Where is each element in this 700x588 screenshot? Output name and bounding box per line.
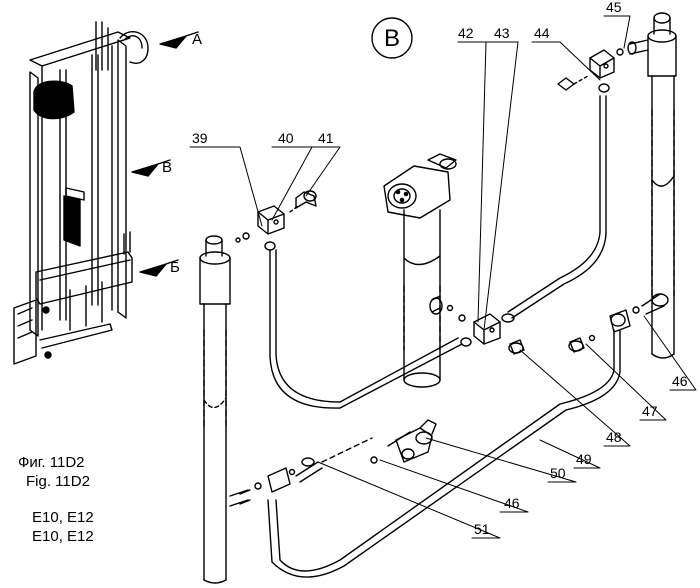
mast-arrow-v	[131, 159, 171, 177]
fitting-50-tee	[395, 419, 437, 463]
center-cylinder	[383, 153, 457, 388]
mast-arrow-a-label: A	[192, 31, 202, 48]
fitting-40-block	[235, 205, 285, 251]
hose-49	[267, 329, 621, 578]
leader-lines	[189, 15, 697, 539]
figure-caption-en: Fig. 11D2	[26, 473, 90, 490]
part-number-51: 51	[474, 521, 490, 537]
fitting-41-screw	[289, 190, 317, 213]
part-number-40: 40	[278, 130, 294, 146]
hose-39	[269, 249, 463, 409]
part-number-50: 50	[550, 465, 566, 481]
part-number-46-right: 46	[672, 373, 688, 389]
models-line-1: E10, E12	[32, 509, 94, 526]
mast-overview	[13, 21, 149, 365]
mast-arrow-v-label: B	[162, 159, 172, 176]
part-number-48: 48	[606, 429, 622, 445]
models-line-2: E10, E12	[32, 528, 94, 545]
right-cylinder	[627, 12, 677, 359]
fitting-46-elbow	[609, 293, 669, 333]
part-number-44: 44	[534, 25, 550, 41]
part-number-45: 45	[606, 0, 622, 15]
part-number-43: 43	[494, 25, 510, 41]
fitting-51-lower	[239, 456, 378, 505]
part-number-41: 41	[318, 130, 334, 146]
part-number-47: 47	[642, 403, 658, 419]
fitting-43-block	[446, 304, 515, 347]
hose-51	[295, 431, 411, 483]
mast-arrow-a	[159, 31, 199, 49]
view-marker-circle	[371, 17, 413, 59]
mast-arrow-b	[139, 259, 179, 277]
fitting-47-screw	[568, 334, 596, 353]
fitting-48-screw	[508, 339, 525, 355]
left-cylinder	[199, 235, 249, 584]
part-number-49: 49	[576, 451, 592, 467]
figure-caption-ru: Фиг. 11D2	[18, 454, 85, 471]
part-number-42: 42	[458, 25, 474, 41]
view-marker-label: B	[384, 25, 400, 52]
hose-44	[507, 95, 607, 319]
part-number-39: 39	[192, 130, 208, 146]
part-number-46-lower: 46	[504, 495, 520, 511]
mast-arrow-b-label: Б	[170, 259, 180, 276]
